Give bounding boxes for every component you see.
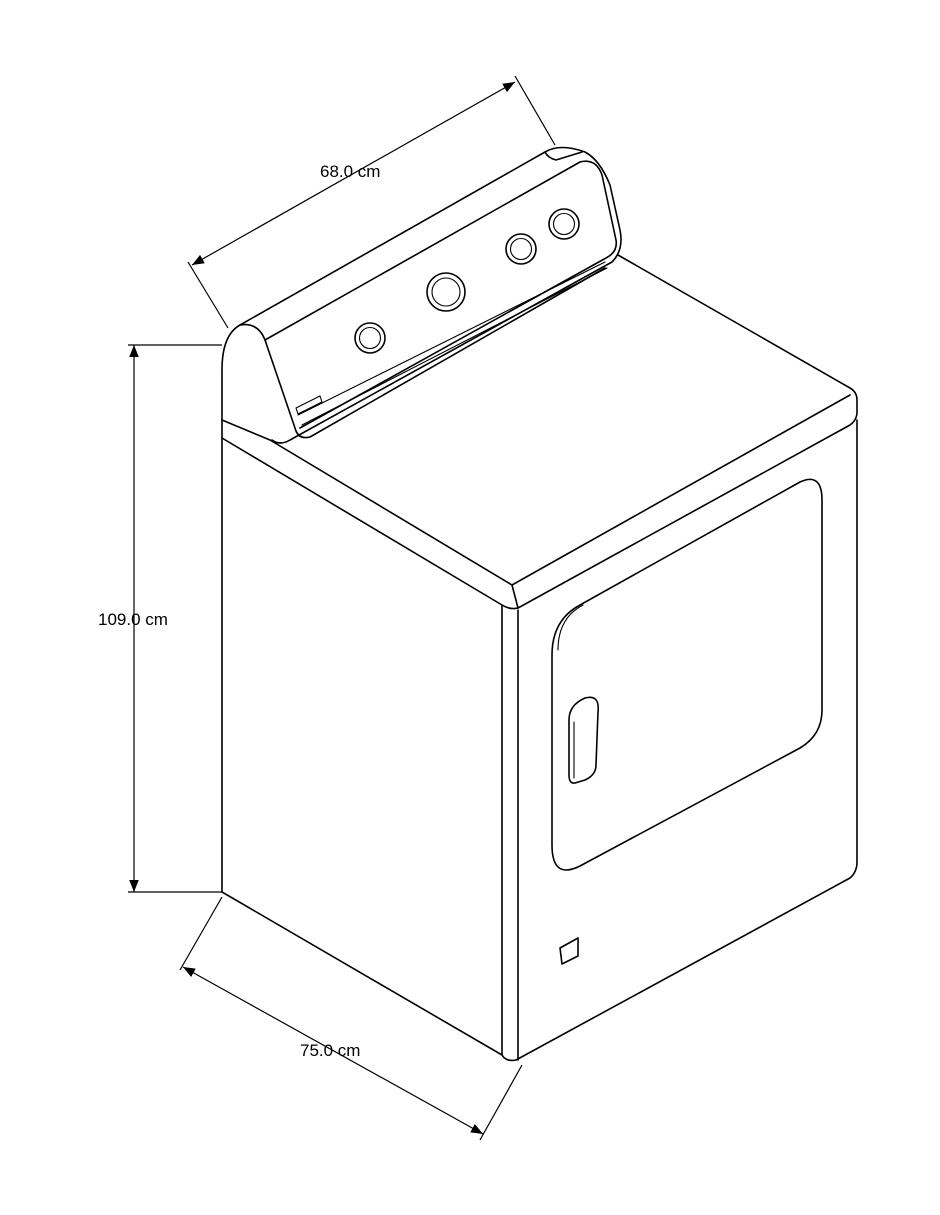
service-badge xyxy=(559,937,579,965)
control-knob xyxy=(426,272,466,312)
door-handle xyxy=(568,696,600,784)
dryer-cabinet xyxy=(221,419,858,1062)
control-knob xyxy=(354,322,386,354)
brand-badge xyxy=(295,395,323,415)
depth-dimension xyxy=(179,896,523,1141)
width-dimension-label: 68.0 cm xyxy=(320,162,381,181)
dryer-top xyxy=(221,254,858,610)
control-knob xyxy=(548,208,580,240)
height-dimension xyxy=(128,344,222,893)
depth-dimension-label: 75.0 cm xyxy=(300,1041,361,1060)
width-dimension xyxy=(187,75,556,329)
control-knob xyxy=(505,233,537,265)
dryer-door xyxy=(551,478,823,871)
control-console xyxy=(221,146,622,444)
height-dimension-label: 109.0 cm xyxy=(98,610,168,629)
